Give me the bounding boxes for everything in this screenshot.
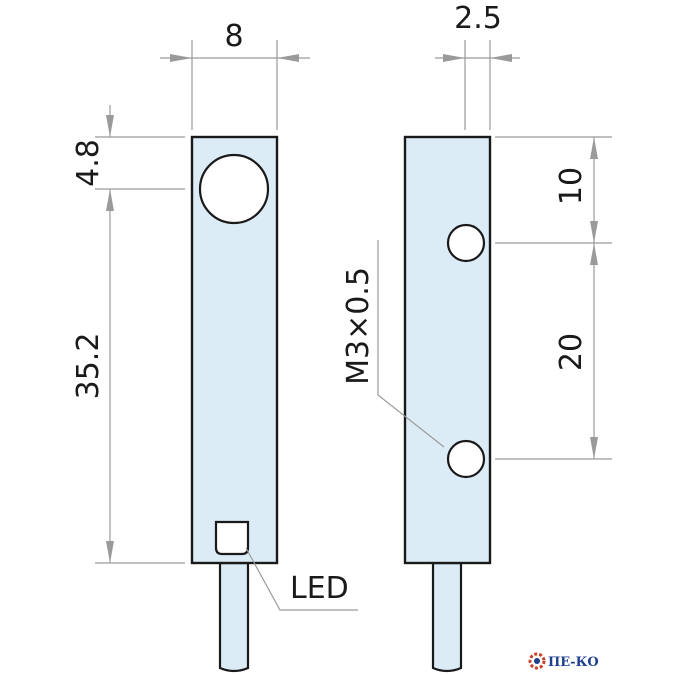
led-window bbox=[214, 520, 250, 556]
brand-logo: ПЕ-КО bbox=[528, 652, 599, 670]
thread-callout: M3×0.5 bbox=[341, 240, 445, 448]
led-callout: LED bbox=[245, 547, 358, 611]
dim-hole-top-label: 10 bbox=[554, 167, 589, 205]
dimension-hole-spacing: 20 bbox=[495, 243, 612, 460]
led-label: LED bbox=[290, 571, 349, 606]
front-cable bbox=[218, 561, 250, 673]
logo-text: ПЕ-КО bbox=[548, 655, 599, 670]
thread-label: M3×0.5 bbox=[341, 267, 376, 385]
dimension-length-front: 35.2 bbox=[71, 189, 185, 564]
dim-length-front-label: 35.2 bbox=[71, 333, 106, 400]
side-view bbox=[403, 135, 492, 673]
mounting-hole-bottom bbox=[446, 439, 486, 479]
side-body bbox=[403, 135, 492, 565]
dim-width-front-label: 8 bbox=[224, 19, 243, 54]
sensing-face-circle bbox=[198, 153, 270, 225]
dimension-top-offset: 4.8 bbox=[71, 105, 185, 211]
dim-width-side-label: 2.5 bbox=[454, 1, 502, 36]
dimension-width-side: 2.5 bbox=[435, 1, 520, 130]
side-cable bbox=[431, 561, 463, 673]
dim-top-offset-label: 4.8 bbox=[71, 139, 106, 187]
dim-hole-spacing-label: 20 bbox=[554, 333, 589, 371]
mounting-hole-top bbox=[446, 223, 486, 263]
dimension-hole-top: 10 bbox=[495, 136, 612, 244]
dimension-width-front: 8 bbox=[160, 19, 310, 130]
front-view bbox=[190, 135, 279, 673]
gear-icon bbox=[528, 652, 546, 670]
